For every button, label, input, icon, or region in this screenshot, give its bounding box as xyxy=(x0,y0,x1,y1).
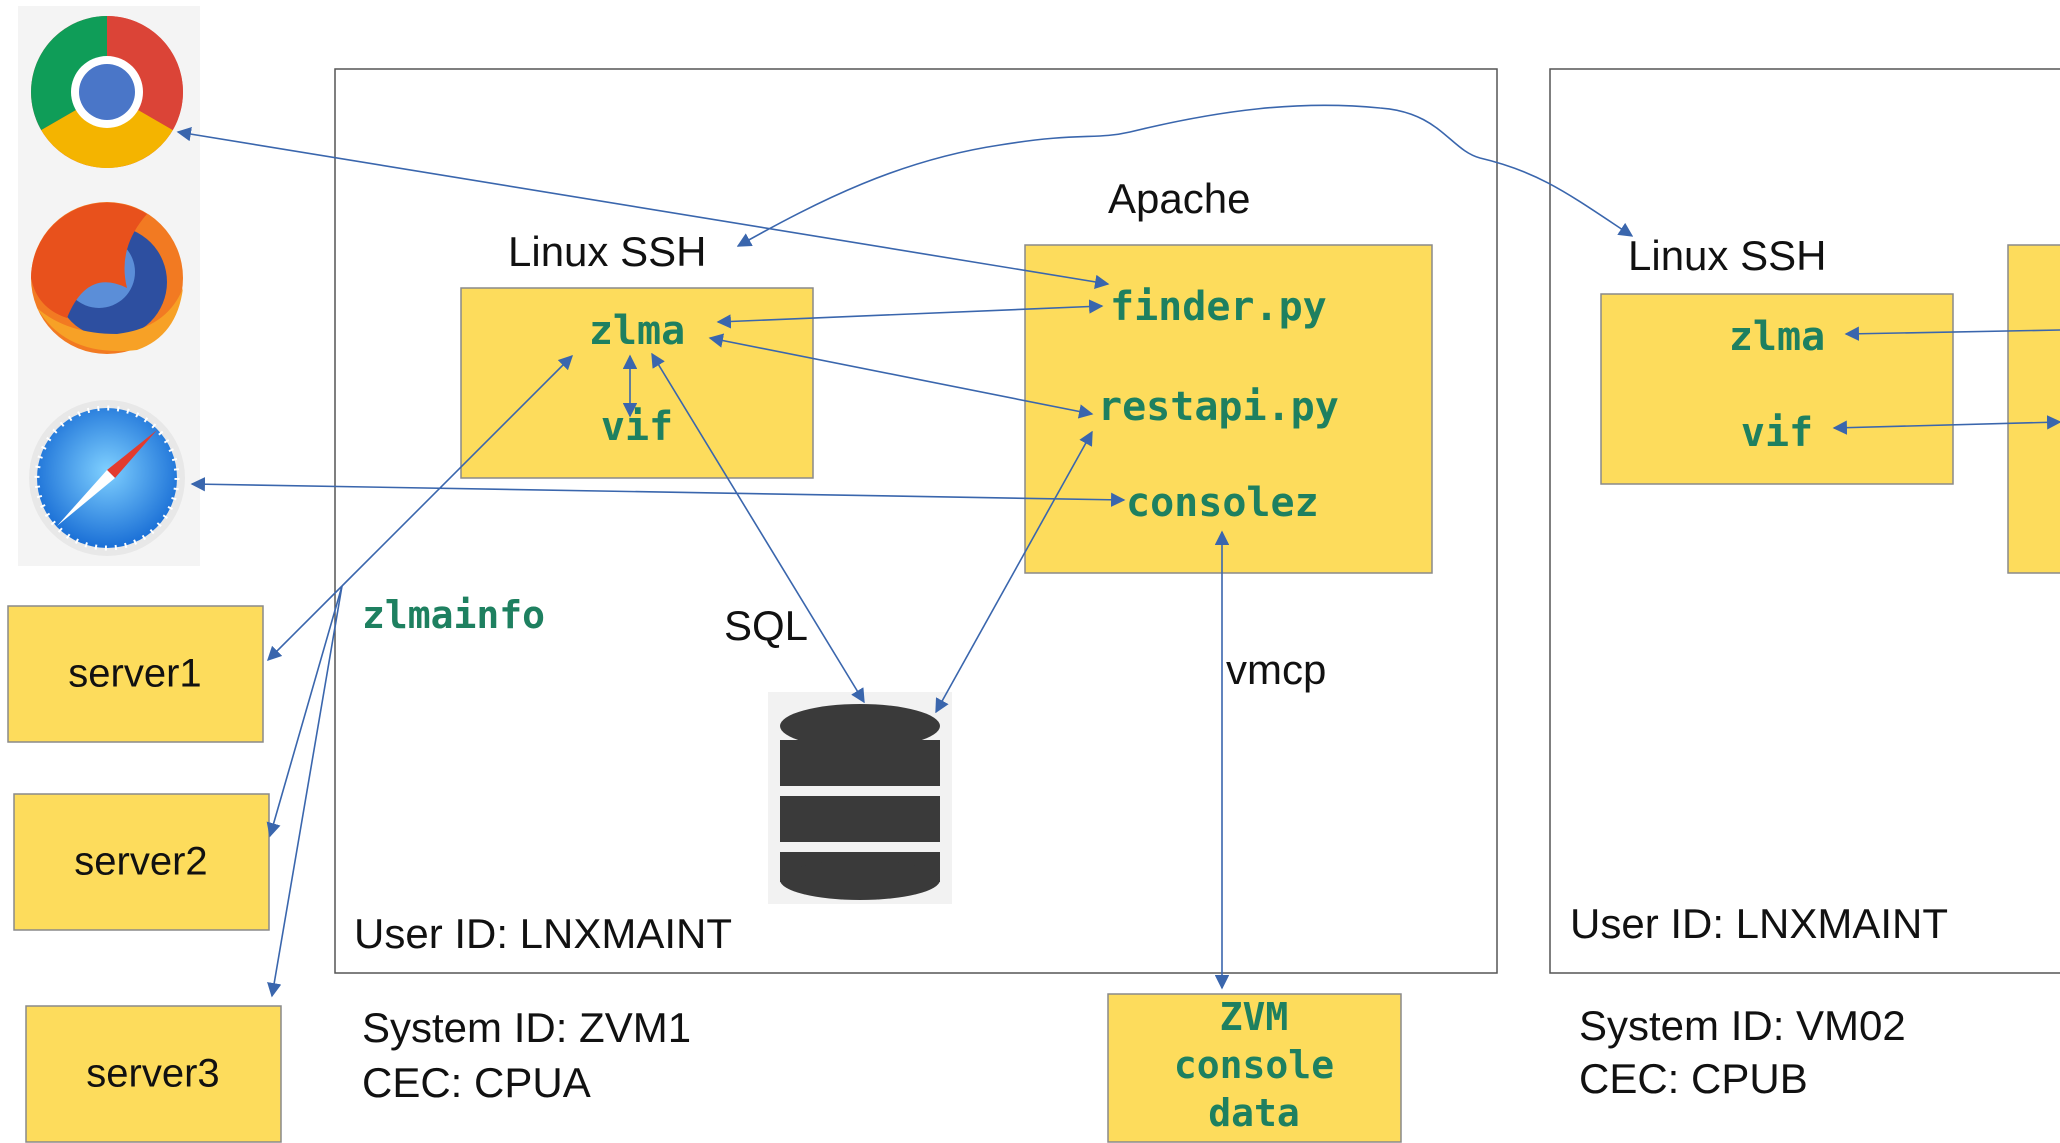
safari-icon xyxy=(29,400,185,556)
zvm-console-line3: data xyxy=(1208,1091,1300,1135)
system2-zlma-label: zlma xyxy=(1729,314,1825,360)
system2-user-id: User ID: LNXMAINT xyxy=(1570,900,1948,947)
system1-vif-label: vif xyxy=(601,404,673,450)
system1-consolez-label: consolez xyxy=(1126,480,1319,526)
chrome-finder-arrow xyxy=(176,126,1110,290)
zlmainfo-label: zlmainfo xyxy=(362,593,545,637)
firefox-icon xyxy=(31,202,183,354)
system2-vif-arrow xyxy=(1832,415,2060,435)
system2-linux-box xyxy=(1600,293,1954,485)
system1-apache-label: Apache xyxy=(1108,175,1250,222)
chrome-icon xyxy=(31,16,183,168)
zvm-console-data-box xyxy=(1107,993,1402,1143)
system1-finder-label: finder.py xyxy=(1110,284,1327,330)
server3-box xyxy=(25,1005,282,1143)
system2-apache-box xyxy=(2007,244,2060,574)
system1-frame xyxy=(334,68,1498,974)
server1-label: server1 xyxy=(68,652,201,696)
server1-box xyxy=(7,605,264,743)
server2-box xyxy=(13,793,270,931)
restapi-database-arrow xyxy=(935,430,1093,714)
system2-linux-ssh-label: Linux SSH xyxy=(1628,232,1826,279)
system2-cec: CEC: CPUB xyxy=(1579,1055,1808,1102)
system1-zlma-label: zlma xyxy=(589,308,685,354)
system1-user-id: User ID: LNXMAINT xyxy=(354,910,732,957)
vmcp-label: vmcp xyxy=(1226,646,1326,693)
system2-vif-label: vif xyxy=(1741,410,1813,456)
zvm-console-line1: ZVM xyxy=(1220,995,1289,1039)
zlmainfo-server2-arrow xyxy=(266,585,343,838)
safari-consolez-arrow xyxy=(190,477,1126,507)
system2-frame xyxy=(1549,68,2060,974)
zlma-restapi-arrow xyxy=(708,333,1094,419)
sql-label: SQL xyxy=(724,602,808,649)
server3-label: server3 xyxy=(86,1052,219,1096)
database-icon xyxy=(768,692,952,904)
ssh-cross-system-arrow xyxy=(736,104,1634,247)
zlmainfo-zlma-arrow xyxy=(341,354,574,587)
zlmainfo-server3-arrow xyxy=(267,585,343,998)
system1-system-id: System ID: ZVM1 xyxy=(362,1004,691,1051)
system2-system-id: System ID: VM02 xyxy=(1579,1002,1906,1049)
system1-cec: CEC: CPUA xyxy=(362,1059,591,1106)
zlma-finder-arrow xyxy=(716,299,1104,329)
system1-restapi-label: restapi.py xyxy=(1098,384,1339,430)
system1-linux-ssh-label: Linux SSH xyxy=(508,228,706,275)
zlma-database-arrow xyxy=(651,352,865,704)
zlmainfo-server1-arrow xyxy=(266,585,343,662)
system2-zlma-arrow xyxy=(1844,326,2060,341)
server2-label: server2 xyxy=(74,840,207,884)
zvm-console-line2: console xyxy=(1174,1043,1334,1087)
